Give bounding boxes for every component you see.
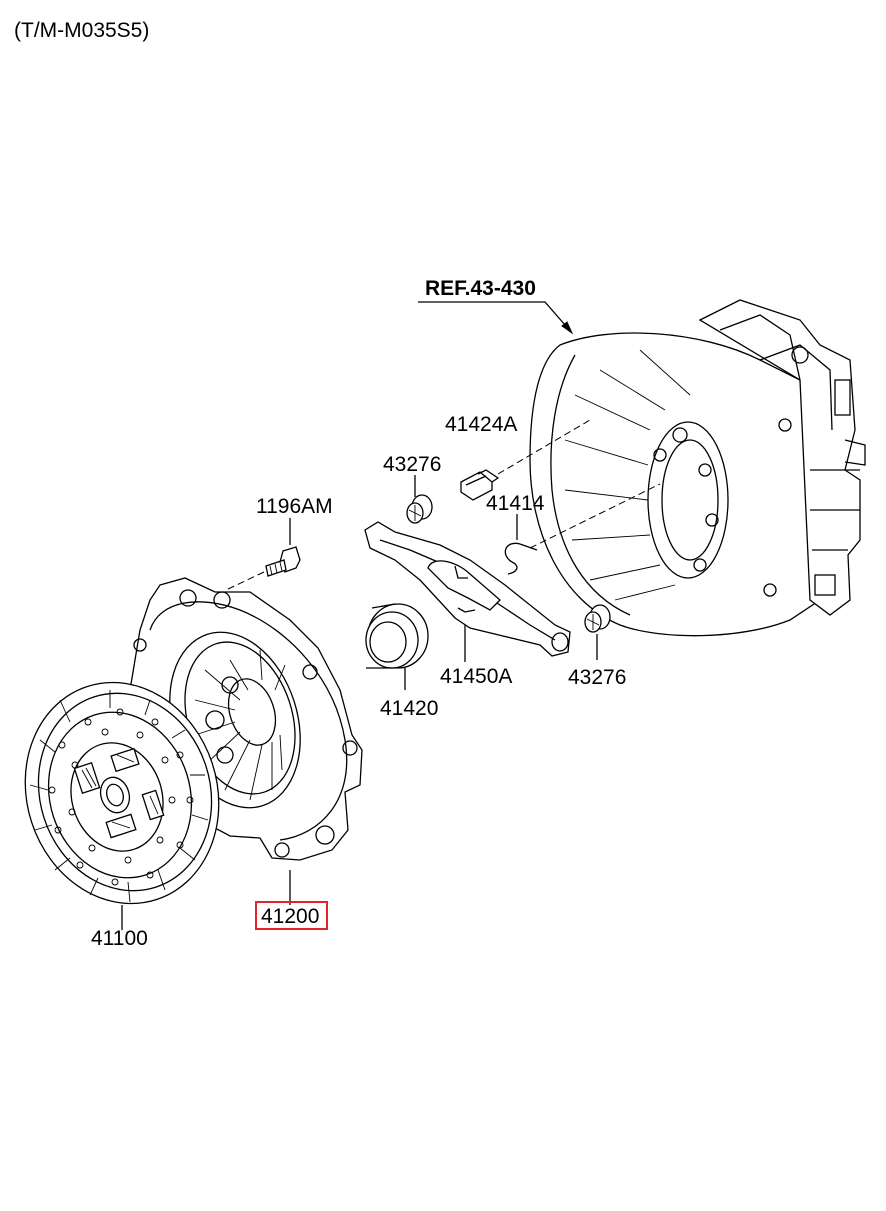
diagram-title: (T/M-M035S5) xyxy=(14,19,149,42)
part-43276-lower: 43276 xyxy=(568,604,626,689)
label-43276-lower: 43276 xyxy=(568,666,626,689)
part-41414: 41414 xyxy=(486,483,661,575)
part-41424A: 41424A xyxy=(445,413,591,501)
part-41420: 41420 xyxy=(365,603,438,720)
part-43276-upper: 43276 xyxy=(383,453,441,524)
part-1196AM: 1196AM xyxy=(225,495,333,591)
transmission-housing xyxy=(529,299,866,637)
label-41420: 41420 xyxy=(380,697,438,720)
label-1196AM: 1196AM xyxy=(256,495,333,518)
label-43276-upper: 43276 xyxy=(383,453,441,476)
label-41424A: 41424A xyxy=(445,413,517,436)
part-41450A: 41450A xyxy=(364,521,571,688)
highlight-box-41200 xyxy=(255,901,328,930)
reference-label: REF.43-430 xyxy=(425,277,536,300)
reference-callout: REF.43-430 xyxy=(418,277,574,335)
label-41414: 41414 xyxy=(486,492,545,515)
label-41450A: 41450A xyxy=(440,665,512,688)
label-41200[interactable]: 41200 xyxy=(261,905,319,928)
label-41100: 41100 xyxy=(91,927,148,950)
part-41100: 41100 xyxy=(24,681,220,950)
